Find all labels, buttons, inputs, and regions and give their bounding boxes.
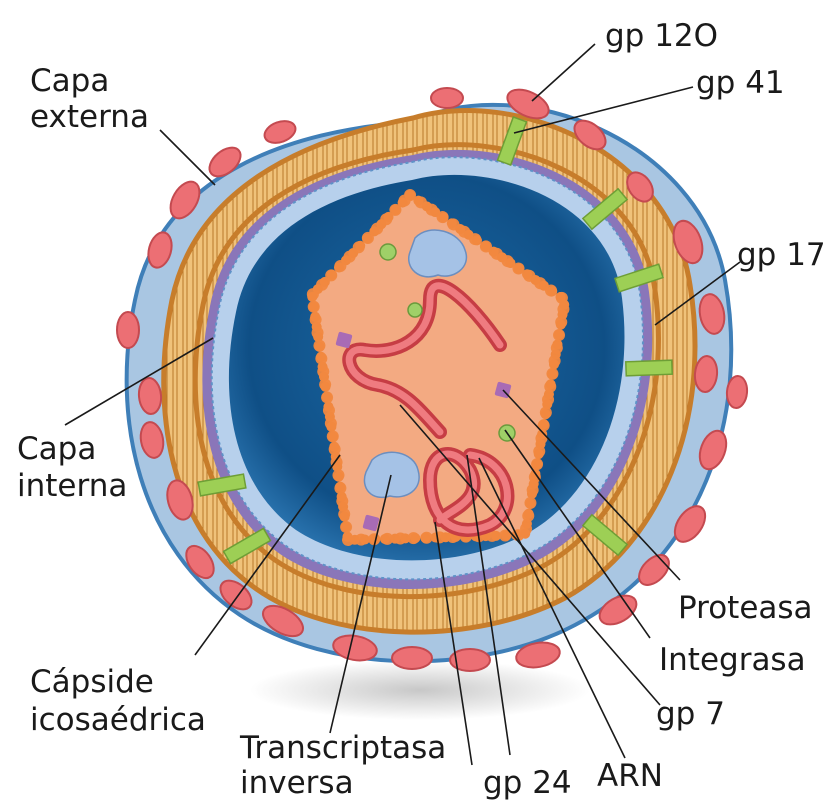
label-gp7: gp 7 xyxy=(656,696,725,732)
label-capside-line2: icosaédrica xyxy=(30,702,206,738)
label-gp24: gp 24 xyxy=(483,765,572,801)
label-capa-externa-line1: Capa xyxy=(30,63,109,99)
label-gp120: gp 12O xyxy=(605,18,718,54)
label-arn: ARN xyxy=(597,758,663,794)
label-transcriptasa-line2: inversa xyxy=(240,765,354,801)
label-gp17: gp 17 xyxy=(737,237,826,273)
label-proteasa: Proteasa xyxy=(678,590,813,626)
gp7-mid xyxy=(408,303,422,317)
label-integrasa: Integrasa xyxy=(659,642,806,678)
gp7-top xyxy=(380,244,396,260)
label-capa-interna-line1: Capa xyxy=(17,431,96,467)
label-gp41: gp 41 xyxy=(696,65,785,101)
label-capa-externa-line2: externa xyxy=(30,99,149,135)
label-capside-line1: Cápside xyxy=(30,664,154,700)
label-transcriptasa-line1: Transcriptasa xyxy=(239,730,446,766)
reverse-transcriptase-bottom xyxy=(364,452,419,497)
label-capa-interna-line2: interna xyxy=(17,468,127,504)
